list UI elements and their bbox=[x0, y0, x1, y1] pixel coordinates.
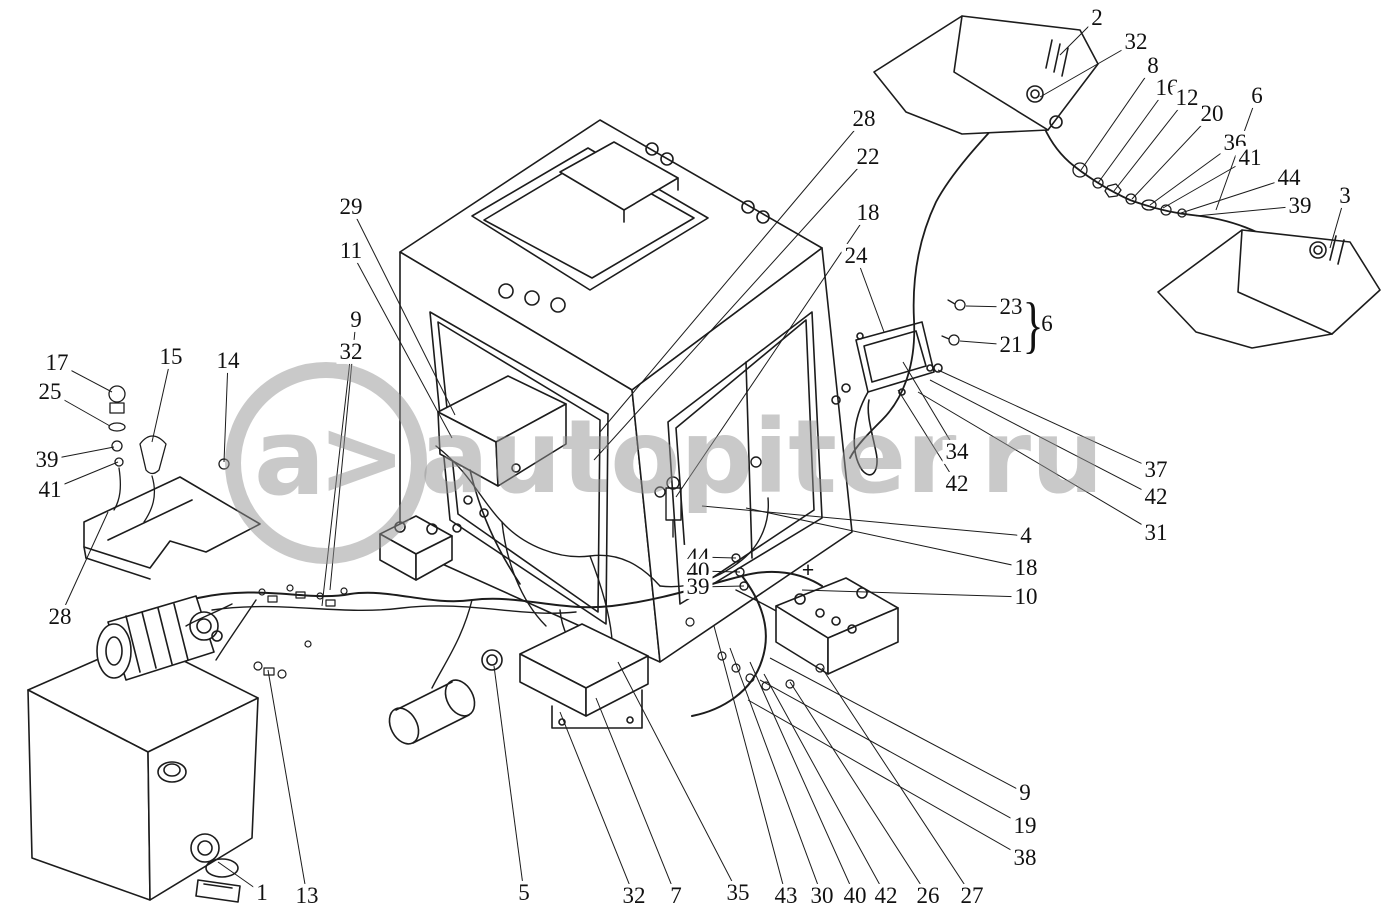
callout-15: 15 bbox=[156, 344, 186, 370]
callout-23: 23 bbox=[996, 294, 1026, 320]
callout-42: 42 bbox=[942, 471, 972, 497]
callout-32: 32 bbox=[1121, 29, 1151, 55]
callout-41: 41 bbox=[1235, 145, 1265, 171]
callout-19: 19 bbox=[1010, 813, 1040, 839]
fender-right bbox=[1157, 229, 1381, 349]
callout-22: 22 bbox=[853, 144, 883, 170]
callout-7: 7 bbox=[667, 883, 685, 909]
callout-10: 10 bbox=[1011, 584, 1041, 610]
fender-top bbox=[873, 15, 1099, 135]
callout-24: 24 bbox=[841, 243, 871, 269]
callout-6: 6 bbox=[1038, 311, 1056, 337]
cylinder bbox=[388, 649, 503, 745]
callout-1: 1 bbox=[253, 880, 271, 906]
callout-18: 18 bbox=[1011, 555, 1041, 581]
callout-36: 36 bbox=[1220, 130, 1250, 156]
battery-plus-sign: + bbox=[801, 557, 815, 582]
callout-29: 29 bbox=[336, 194, 366, 220]
callout-34: 34 bbox=[942, 439, 972, 465]
callout-30: 30 bbox=[807, 883, 837, 909]
callout-40: 40 bbox=[840, 883, 870, 909]
callout-35: 35 bbox=[723, 880, 753, 906]
callout-25: 25 bbox=[35, 379, 65, 405]
callout-17: 17 bbox=[42, 350, 72, 376]
callout-37: 37 bbox=[1141, 457, 1171, 483]
callout-27: 27 bbox=[957, 883, 987, 909]
callout-44: 44 bbox=[1274, 165, 1304, 191]
callout-21: 21 bbox=[996, 332, 1026, 358]
callout-4: 4 bbox=[1017, 523, 1035, 549]
callout-12: 12 bbox=[1172, 85, 1202, 111]
callout-2: 2 bbox=[1088, 5, 1106, 31]
callout-32: 32 bbox=[336, 339, 366, 365]
mounting-plate bbox=[83, 476, 261, 580]
callout-28: 28 bbox=[849, 106, 879, 132]
callout-26: 26 bbox=[913, 883, 943, 909]
callout-41: 41 bbox=[35, 477, 65, 503]
callout-8: 8 bbox=[1144, 53, 1162, 79]
fender-cable bbox=[849, 99, 1289, 459]
callout-39: 39 bbox=[683, 574, 713, 600]
callout-43: 43 bbox=[771, 883, 801, 909]
callout-9: 9 bbox=[347, 307, 365, 333]
callout-3: 3 bbox=[1336, 183, 1354, 209]
callout-5: 5 bbox=[515, 880, 533, 906]
callout-13: 13 bbox=[292, 883, 322, 909]
group-brace: } bbox=[1022, 291, 1044, 360]
callout-20: 20 bbox=[1197, 101, 1227, 127]
callout-14: 14 bbox=[213, 348, 243, 374]
callout-42: 42 bbox=[871, 883, 901, 909]
callout-9: 9 bbox=[1016, 780, 1034, 806]
callout-39: 39 bbox=[1285, 193, 1315, 219]
callout-28: 28 bbox=[45, 604, 75, 630]
callout-42: 42 bbox=[1141, 484, 1171, 510]
callout-38: 38 bbox=[1010, 845, 1040, 871]
callout-32: 32 bbox=[619, 883, 649, 909]
callout-39: 39 bbox=[32, 447, 62, 473]
starter-motor bbox=[96, 595, 223, 681]
battery bbox=[775, 577, 899, 675]
callout-6: 6 bbox=[1248, 83, 1266, 109]
flasher-box bbox=[519, 623, 649, 729]
callout-31: 31 bbox=[1141, 520, 1171, 546]
bolt-parts bbox=[941, 299, 966, 346]
fuel-tank bbox=[27, 639, 259, 903]
lamp-parts-chain bbox=[1072, 162, 1187, 218]
callout-11: 11 bbox=[336, 238, 366, 264]
instrument-panel bbox=[437, 375, 567, 585]
callout-18: 18 bbox=[853, 200, 883, 226]
